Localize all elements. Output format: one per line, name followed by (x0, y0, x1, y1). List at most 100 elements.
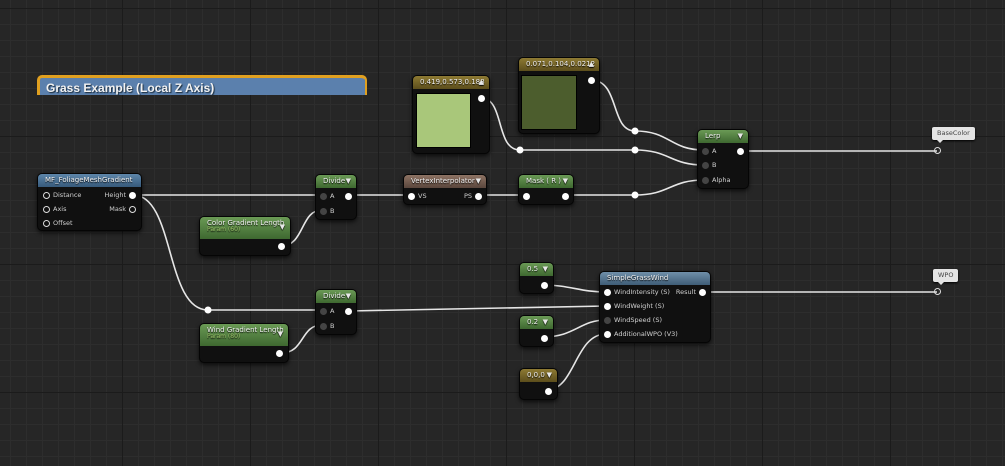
node-wind-gradient-length[interactable]: Wind Gradient Length Param (80) ▼ (199, 323, 289, 363)
node-constant-0-5[interactable]: 0.5▼ (519, 262, 554, 294)
output-pin[interactable] (562, 193, 569, 200)
node-constant-0-0-0[interactable]: 0,0,0▼ (519, 368, 558, 400)
color-swatch[interactable] (521, 75, 577, 130)
node-divide-color[interactable]: Divide▼ A B (315, 174, 357, 220)
pin-label-b: B (712, 161, 717, 169)
node-header: 0.2▼ (520, 316, 553, 329)
output-pin-basecolor[interactable] (934, 147, 941, 154)
node-lerp[interactable]: Lerp ▼ A B Alpha (697, 129, 749, 189)
output-pin-ps[interactable] (475, 193, 482, 200)
pin-label-a: A (330, 307, 335, 315)
color-swatch[interactable] (416, 93, 471, 148)
node-title: 0.071,0.104,0.0212 (526, 60, 596, 68)
node-title: MF_FoliageMeshGradient (45, 176, 133, 184)
pin-label-a: A (712, 147, 717, 155)
input-pin-alpha[interactable] (702, 177, 709, 184)
node-color-light[interactable]: 0.419,0.573,0.188▲ (412, 75, 490, 154)
expand-arrow-icon[interactable]: ▲ (478, 78, 484, 86)
input-pin-additional-wpo[interactable] (604, 331, 611, 338)
output-pin[interactable] (588, 77, 595, 84)
expand-arrow-icon[interactable]: ▲ (588, 60, 594, 68)
output-pin[interactable] (276, 350, 283, 357)
output-label-basecolor[interactable]: BaseColor (932, 127, 975, 143)
input-pin-axis[interactable] (43, 206, 50, 213)
node-divide-wind[interactable]: Divide▼ A B (315, 289, 357, 335)
output-label-text: WPO (938, 271, 954, 279)
pin-label-height: Height (104, 191, 127, 199)
collapse-arrow-icon[interactable]: ▼ (279, 223, 285, 231)
node-mask-r[interactable]: Mask ( R )▼ (518, 174, 574, 205)
collapse-arrow-icon[interactable]: ▼ (542, 318, 548, 326)
reroute-knot (204, 306, 212, 314)
reroute-knot (631, 146, 639, 154)
node-header: VertexInterpolator▼ (404, 175, 486, 188)
output-pin[interactable] (541, 282, 548, 289)
output-pin[interactable] (545, 388, 552, 395)
input-pin-a[interactable] (702, 148, 709, 155)
output-pin[interactable] (541, 335, 548, 342)
output-label-text: BaseColor (937, 129, 970, 137)
input-pin-vs[interactable] (408, 193, 415, 200)
collapse-arrow-icon[interactable]: ▼ (546, 371, 552, 379)
pin-label-b: B (330, 322, 335, 330)
output-pin-result[interactable] (699, 289, 706, 296)
node-color-gradient-length[interactable]: Color Gradient Length Param (60) ▼ (199, 216, 291, 256)
node-simple-grass-wind[interactable]: SimpleGrassWind WindIntensity (S) WindWe… (599, 271, 711, 343)
collapse-arrow-icon[interactable]: ▼ (277, 330, 283, 338)
output-pin-height[interactable] (129, 192, 136, 199)
collapse-arrow-icon[interactable]: ▼ (737, 132, 743, 140)
node-title: Mask ( R ) (526, 177, 562, 185)
node-color-dark[interactable]: 0.071,0.104,0.0212▲ (518, 57, 600, 134)
node-title: Wind Gradient Length (207, 326, 284, 334)
output-pin[interactable] (478, 95, 485, 102)
input-pin-a[interactable] (320, 308, 327, 315)
node-subtitle: Param (80) (207, 333, 241, 340)
input-pin-wind-speed[interactable] (604, 317, 611, 324)
output-pin-mask[interactable] (129, 206, 136, 213)
output-pin[interactable] (345, 308, 352, 315)
node-title: Lerp (705, 132, 721, 140)
input-pin-a[interactable] (320, 193, 327, 200)
input-pin-b[interactable] (320, 323, 327, 330)
output-pin-wpo[interactable] (934, 288, 941, 295)
collapse-arrow-icon[interactable]: ▼ (562, 177, 568, 185)
input-pin-b[interactable] (702, 162, 709, 169)
pin-label-wind-speed: WindSpeed (S) (614, 316, 662, 324)
output-pin[interactable] (278, 243, 285, 250)
pin-label-vs: VS (418, 192, 427, 200)
node-title: VertexInterpolator (411, 177, 475, 185)
collapse-arrow-icon[interactable]: ▼ (345, 177, 351, 185)
node-vertex-interpolator[interactable]: VertexInterpolator▼ VS PS (403, 174, 487, 205)
wire-height-to-reroute (132, 194, 209, 311)
input-pin-wind-intensity[interactable] (604, 289, 611, 296)
input-pin-b[interactable] (320, 208, 327, 215)
output-label-wpo[interactable]: WPO (933, 269, 959, 285)
comment-box[interactable]: Grass Example (Local Z Axis) (37, 75, 365, 95)
pin-label-distance: Distance (53, 191, 82, 199)
output-pin[interactable] (737, 148, 744, 155)
input-pin[interactable] (523, 193, 530, 200)
pin-label-wind-weight: WindWeight (S) (614, 302, 665, 310)
node-header: 0,0,0▼ (520, 369, 557, 382)
node-title: 0.5 (527, 265, 539, 273)
output-pin[interactable] (345, 193, 352, 200)
input-pin-wind-weight[interactable] (604, 303, 611, 310)
node-header: SimpleGrassWind (600, 272, 710, 285)
node-title: Divide (323, 177, 346, 185)
reroute-knot (631, 127, 639, 135)
pin-label-result: Result (675, 288, 696, 296)
node-foliage-mesh-gradient[interactable]: MF_FoliageMeshGradient Distance Axis Off… (37, 173, 142, 231)
pin-label-b: B (330, 207, 335, 215)
pin-label-wind-intensity: WindIntensity (S) (614, 288, 670, 296)
node-header: 0.5▼ (520, 263, 553, 276)
pin-label-alpha: Alpha (712, 176, 731, 184)
input-pin-offset[interactable] (43, 220, 50, 227)
node-header: Wind Gradient Length Param (80) ▼ (200, 324, 288, 346)
input-pin-distance[interactable] (43, 192, 50, 199)
collapse-arrow-icon[interactable]: ▼ (475, 177, 481, 185)
node-constant-0-2[interactable]: 0.2▼ (519, 315, 554, 347)
wire-reroute-to-lerp-b (634, 149, 705, 166)
collapse-arrow-icon[interactable]: ▼ (542, 265, 548, 273)
collapse-arrow-icon[interactable]: ▼ (345, 292, 351, 300)
